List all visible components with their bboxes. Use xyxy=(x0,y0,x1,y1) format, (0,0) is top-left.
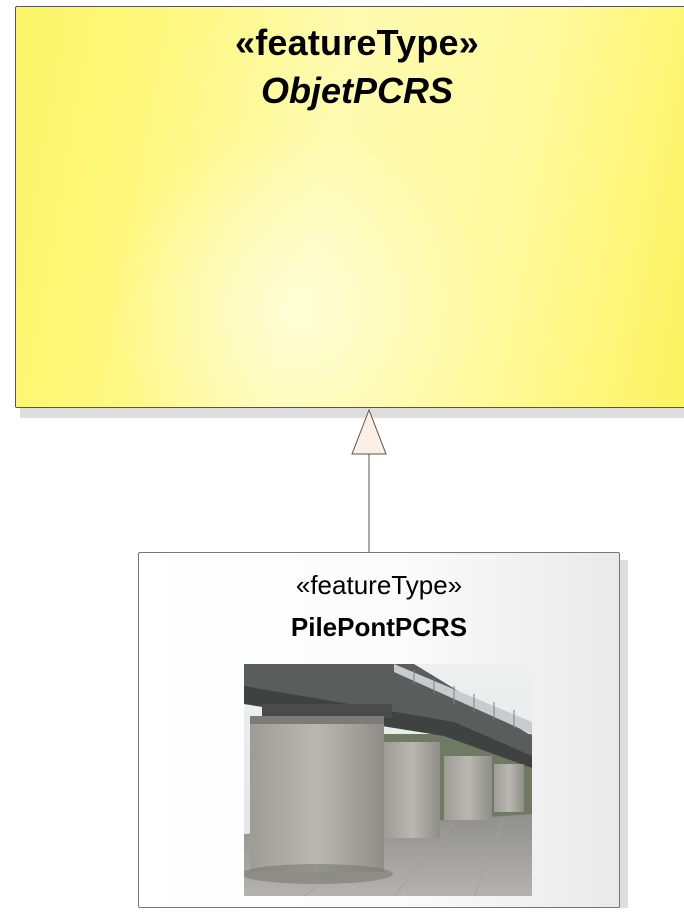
bridge-pier-photo-icon xyxy=(244,664,532,896)
parent-class-name: ObjetPCRS xyxy=(260,70,454,111)
box-sheen xyxy=(106,127,486,407)
child-class-name: PilePontPCRS xyxy=(290,612,468,642)
child-stereotype-label: «featureType» xyxy=(295,570,463,600)
class-box-objetpcrs[interactable] xyxy=(15,6,684,408)
parent-stereotype-label: «featureType» xyxy=(234,22,480,63)
